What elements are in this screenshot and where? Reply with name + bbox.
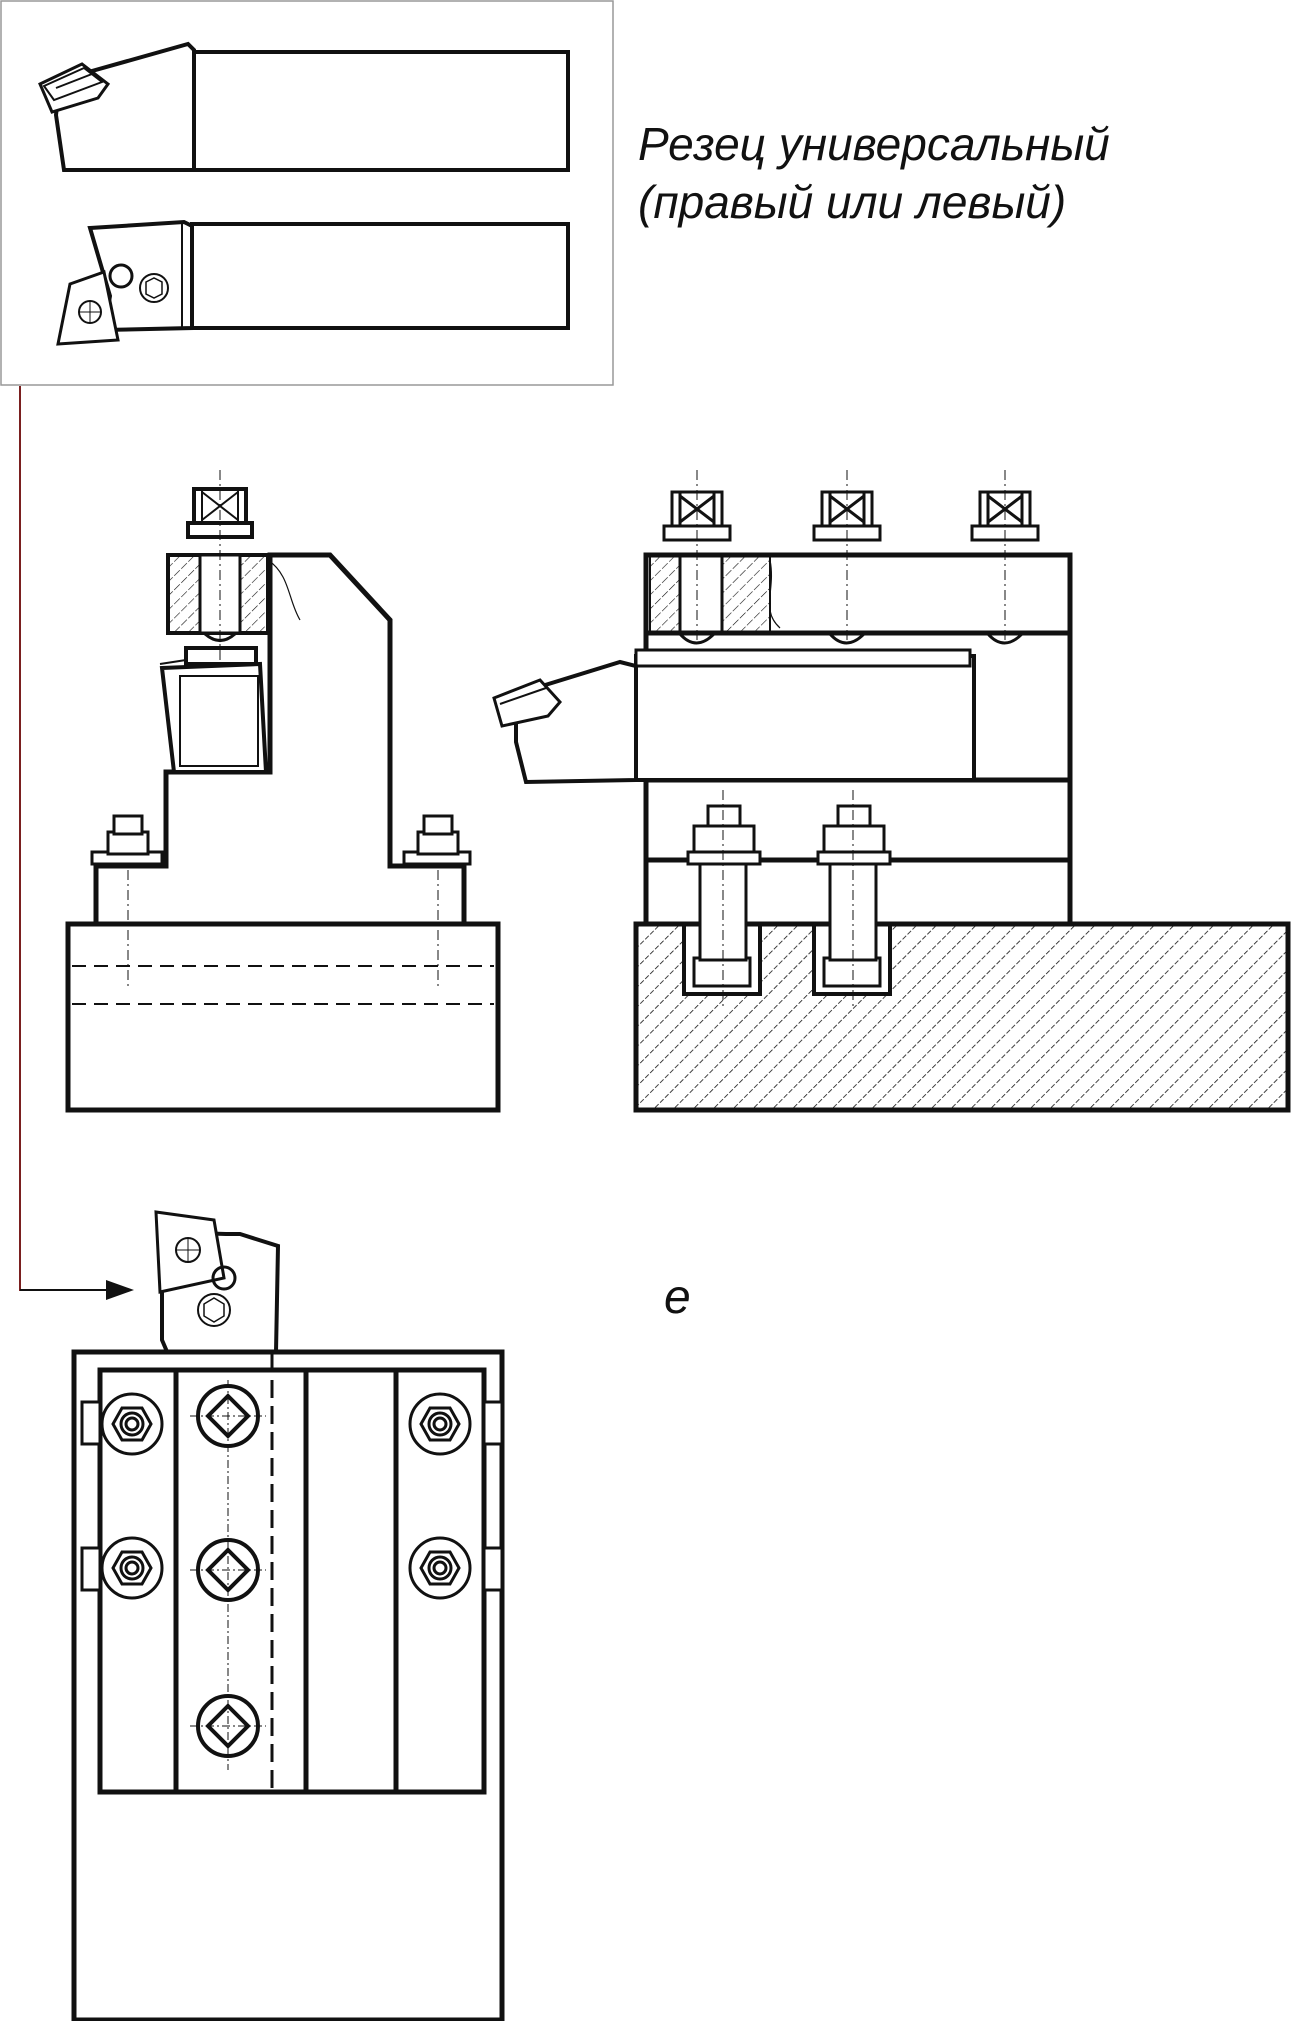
caption-line-2: (правый или левый): [638, 176, 1067, 228]
cutter-side-view: [38, 41, 570, 172]
view-letter-label: е: [664, 1271, 691, 1324]
caption-line-1: Резец универсальный: [638, 118, 1110, 170]
toolpost-side-section: [492, 470, 1291, 1113]
leader-arrow: [19, 386, 134, 1300]
toolpost-plan-view: [71, 1210, 505, 2021]
cutter-inset: [0, 0, 614, 386]
cutter-plan-view: [56, 219, 570, 346]
toolpost-front-view: [65, 470, 501, 1113]
